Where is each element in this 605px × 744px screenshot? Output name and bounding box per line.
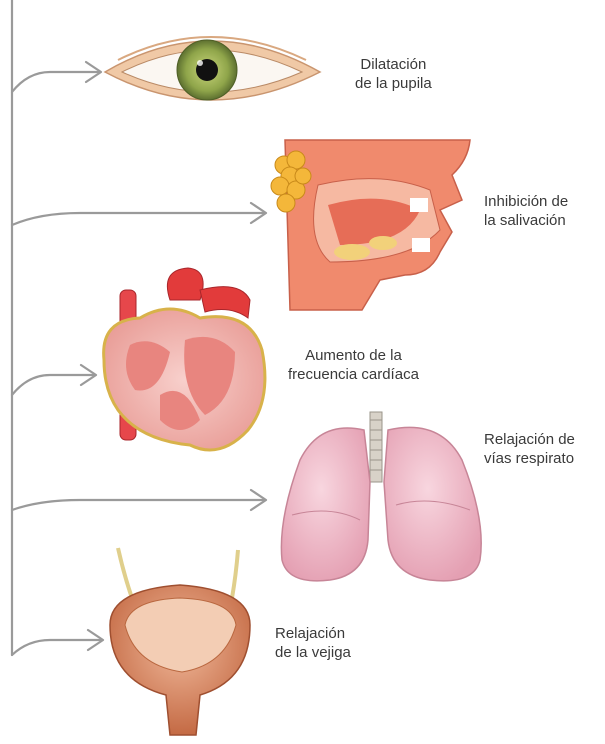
label-salivation-inhibition: Inhibición de la salivación [484, 193, 569, 229]
arrowhead-salivary [249, 201, 268, 225]
arrowhead-lungs [249, 488, 268, 512]
connector-arrows [10, 0, 268, 657]
lungs-illustration [280, 411, 482, 582]
label-pupil-dilation: Dilatación de la pupila [355, 56, 432, 92]
eye-illustration [103, 36, 322, 101]
arrow-to-eye [10, 70, 102, 94]
arrow-to-bladder [10, 638, 104, 657]
arrowhead-heart [79, 363, 98, 387]
arrowhead-bladder [86, 628, 105, 652]
label-heart-rate-increase: Aumento de la frecuencia cardíaca [288, 347, 419, 383]
parotid-gland [270, 150, 312, 213]
arrow-to-salivary [10, 211, 267, 227]
label-airway-relaxation: Relajación de vías respirato [484, 431, 575, 467]
arrow-to-heart [10, 373, 97, 397]
arrow-to-lungs [10, 498, 267, 512]
label-bladder-relaxation: Relajación de la vejiga [275, 625, 351, 661]
bladder-illustration [109, 547, 251, 736]
heart-illustration [102, 267, 267, 452]
arrowhead-eye [84, 60, 103, 84]
salivary-gland-illustration [270, 139, 471, 311]
